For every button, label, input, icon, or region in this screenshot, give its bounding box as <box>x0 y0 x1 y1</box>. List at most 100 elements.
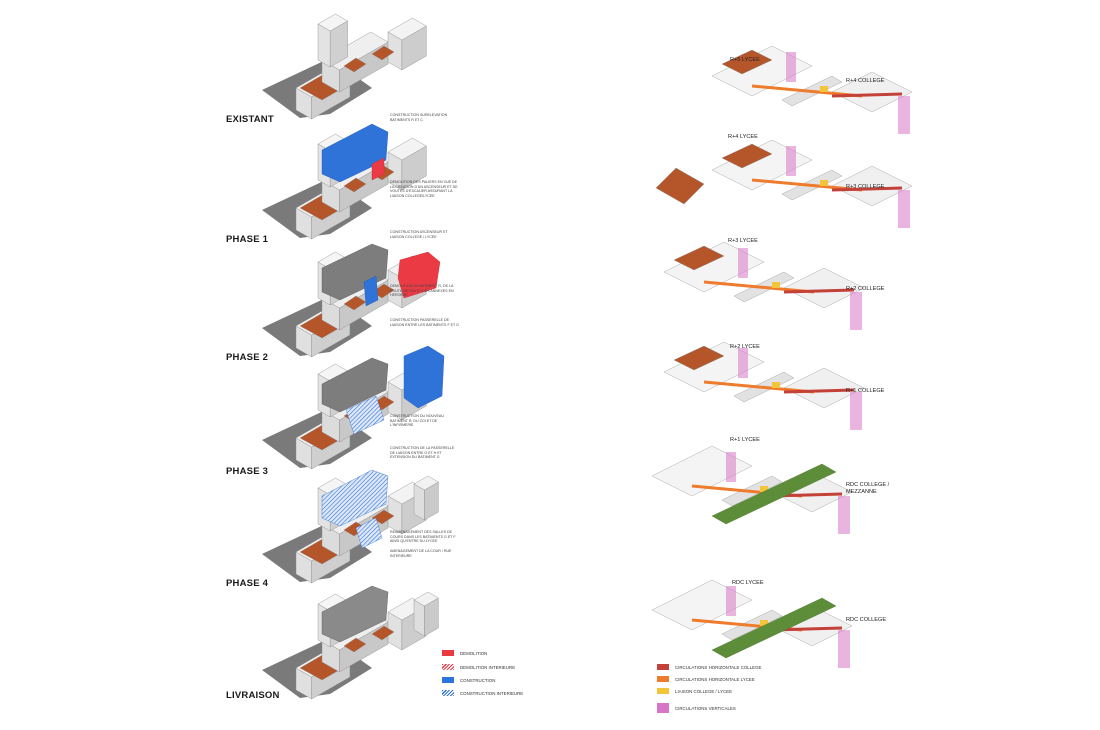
legend-demolition-interieure: DEMOLITION INTERIEURE <box>442 664 515 670</box>
level-label-r3-college: R+3 COLLEGE <box>846 184 885 190</box>
legend-swatch-construction <box>442 677 454 683</box>
legend-circ-college: CIRCULATIONS HORIZONTALE COLLEGE <box>657 664 761 670</box>
level-0-circ-college <box>831 92 903 98</box>
legend-liaison: LIAISON COLLEGE / LYCEE <box>657 688 732 694</box>
level-1-vertical-college <box>898 190 910 228</box>
phase-0-tower-top <box>317 13 348 32</box>
level-0-slab-lycee <box>711 45 813 97</box>
level-3-slab-college <box>783 367 865 409</box>
phase-3-construction-tower <box>403 345 445 409</box>
level-1-slab-lycee <box>711 139 813 191</box>
legend-construction-interieure: CONSTRUCTION INTERIEURE <box>442 690 523 696</box>
phase-label-phase-4: PHASE 4 <box>226 578 269 589</box>
phase-label-livraison: LIVRAISON <box>226 690 280 701</box>
phase-4-interior-construction <box>321 469 389 527</box>
legend-label-demolition-interieure: DEMOLITION INTERIEURE <box>460 664 516 670</box>
legend-label-circ-lycee: CIRCULATIONS HORIZONTALE LYCEE <box>675 676 755 682</box>
phase-1-note-2: DEMOLITION DES PALIERS EN VUE DE LA CREA… <box>390 180 458 198</box>
level-1-slab-college <box>831 165 913 207</box>
level-3-vertical-lycee <box>738 348 748 378</box>
level-4-ground-strip <box>711 463 837 525</box>
level-5-slab-lycee <box>651 579 753 631</box>
level-1-liaison <box>820 180 828 186</box>
level-label-r4-college: R+4 COLLEGE <box>846 78 885 84</box>
phase-1-right-building-top <box>387 137 427 161</box>
level-5-ground-strip <box>711 597 837 659</box>
level-1-roof-piece <box>721 143 773 169</box>
legend-swatch-circ-verticales <box>657 703 669 713</box>
level-label-r1-college: R+1 COLLEGE <box>846 388 885 394</box>
legend-circ-lycee: CIRCULATIONS HORIZONTALE LYCEE <box>657 676 755 682</box>
level-1-vertical-lycee <box>786 146 796 176</box>
level-2-slab-lycee <box>663 241 765 293</box>
legend-construction: CONSTRUCTION <box>442 677 495 683</box>
phase-1-demolition <box>371 157 385 181</box>
legend-label-circ-college: CIRCULATIONS HORIZONTALE COLLEGE <box>675 664 762 670</box>
level-label-rdc-college-mezzanne: RDC COLLEGE / MEZZANNE <box>846 482 890 495</box>
level-2-slab-college <box>783 267 865 309</box>
phase-4-new-tower-left <box>413 483 425 521</box>
phase-0-tower-left <box>317 23 331 68</box>
level-3-liaison <box>772 382 780 388</box>
level-label-rdc-lycee: RDC LYCEE <box>732 580 764 586</box>
phase-5-arch-roof-1 <box>343 637 367 653</box>
level-2-circ-college <box>783 288 855 294</box>
level-2-liaison <box>772 282 780 288</box>
level-3-roof-piece <box>673 345 725 371</box>
phase-0-arch-roof-2 <box>371 45 395 61</box>
level-label-rdc-college: RDC COLLEGE <box>846 617 887 623</box>
level-2-roof-piece <box>673 245 725 271</box>
phase-1-construction <box>321 123 389 183</box>
phase-4-interior-construction-2 <box>355 517 383 549</box>
phase-3-note-1: CONSTRUCTION DU NOUVEAU BATIMENT R, DU C… <box>390 414 444 428</box>
detached-roof <box>655 167 705 205</box>
phase-3-interior-construction <box>345 395 385 435</box>
level-0-slab-college <box>831 71 913 113</box>
legend-label-circ-verticales: CIRCULATIONS VERTICALES <box>675 705 736 711</box>
legend-swatch-circ-college <box>657 664 669 670</box>
level-5-vertical-lycee <box>726 586 736 616</box>
phase-4-new-tower-top <box>413 475 439 491</box>
phase-5-new-tower-top <box>413 591 439 607</box>
level-5-liaison <box>760 620 768 626</box>
level-2-vertical-lycee <box>738 248 748 278</box>
legend-label-demolition: DEMOLITION <box>460 650 488 656</box>
level-label-r1-lycee: R+1 LYCEE <box>730 437 760 443</box>
legend-swatch-demolition <box>442 650 454 656</box>
level-3-circ-college <box>783 388 855 394</box>
level-label-r2-lycee: R+2 LYCEE <box>730 344 760 350</box>
phase-0-right-building-top <box>387 17 427 41</box>
phase-2-demolition <box>397 251 441 299</box>
phase-5-roof-grey <box>321 585 389 643</box>
phase-3-note-2: CONSTRUCTION DE LA PASSERELLE DE LIAISON… <box>390 446 455 460</box>
phase-5-arch-roof-2 <box>371 625 395 641</box>
level-label-r5-lycee: R+5 LYCEE <box>730 57 760 63</box>
legend-swatch-demolition-interieure <box>442 664 454 670</box>
phase-0-arch-roof-1 <box>343 57 367 73</box>
level-0-vertical-college <box>898 96 910 134</box>
phase-5-new-tower-left <box>413 599 425 637</box>
phase-3-roof-grey <box>321 357 389 413</box>
level-5-vertical-college <box>838 630 850 668</box>
phase-label-phase-1: PHASE 1 <box>226 234 269 245</box>
level-1-circ-college <box>831 186 903 192</box>
legend-swatch-circ-lycee <box>657 676 669 682</box>
phase-4-note-2: AMENAGEMENT DE LA COUR / RUE INTERIEURE <box>390 549 452 558</box>
level-label-r4-lycee: R+4 LYCEE <box>728 134 758 140</box>
legend-demolition: DEMOLITION <box>442 650 487 656</box>
phase-2-note-2: DEMOLITION DU BATIMENT R, DE LA VOUTE BE… <box>390 284 454 298</box>
phase-label-phase-2: PHASE 2 <box>226 352 269 363</box>
level-0-roof-piece <box>721 49 773 75</box>
phase-2-construction <box>363 275 379 307</box>
level-label-r2-college: R+2 COLLEGE <box>846 286 885 292</box>
legend-swatch-construction-interieure <box>442 690 454 696</box>
phase-label-existant: EXISTANT <box>226 114 274 125</box>
legend-circ-verticales: CIRCULATIONS VERTICALES <box>657 703 736 713</box>
phase-label-phase-3: PHASE 3 <box>226 466 269 477</box>
phase-2-note-3: CONSTRUCTION PASSERELLE DE LIAISON ENTRE… <box>390 318 459 327</box>
phase-2-roof-grey <box>321 243 389 301</box>
level-3-vertical-college <box>850 392 862 430</box>
legend-swatch-liaison <box>657 688 669 694</box>
